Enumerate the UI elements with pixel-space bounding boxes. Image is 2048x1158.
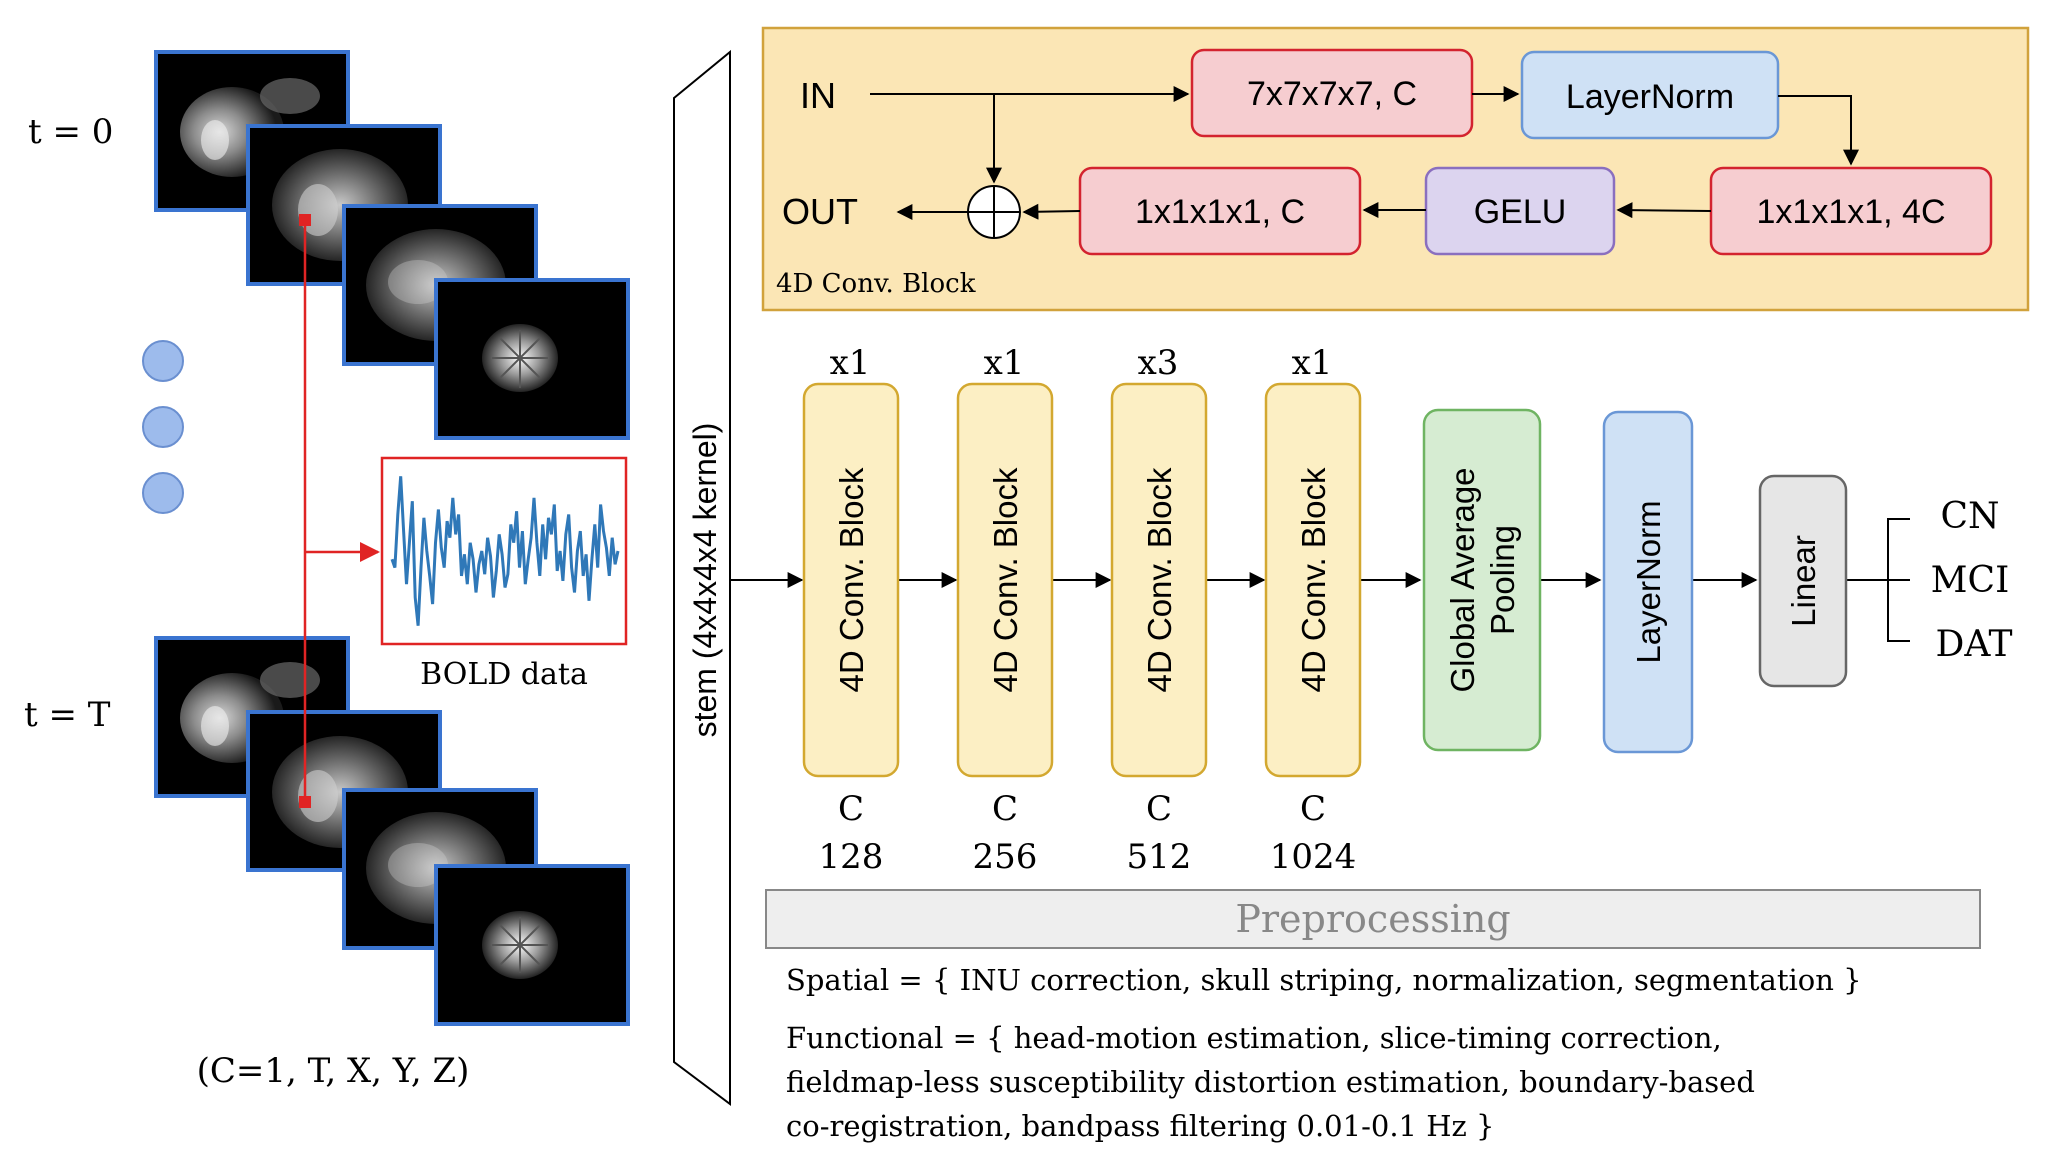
stage-block-label: 4D Conv. Block <box>1295 467 1332 692</box>
fmri-stack-t0 <box>154 50 630 440</box>
stage-channels: 512 <box>1127 837 1192 877</box>
conv1-4c-label: 1x1x1x1, 4C <box>1757 193 1946 231</box>
bold-plot <box>380 456 628 646</box>
residual-sum-node <box>967 185 1021 239</box>
layernorm-head: LayerNorm <box>1602 410 1694 754</box>
output-class: CN <box>1940 496 1999 537</box>
stage-c-label: C <box>838 789 864 829</box>
ellipsis-dot <box>142 340 184 382</box>
stage-block <box>956 382 1054 778</box>
stage-1: x1 4D Conv. Block C 128 <box>802 343 900 877</box>
stage-repeat: x3 <box>1138 343 1179 383</box>
conv-block-arrows <box>870 86 1859 220</box>
conv1-c-label: 1x1x1x1, C <box>1135 193 1305 231</box>
stage-repeat: x1 <box>984 343 1025 383</box>
stage-block <box>802 382 900 778</box>
stage-c-label: C <box>992 789 1018 829</box>
conv7-label: 7x7x7x7, C <box>1247 75 1417 113</box>
ellipsis-dot <box>142 406 184 448</box>
output-class: DAT <box>1936 624 2013 665</box>
bold-label: BOLD data <box>420 657 588 692</box>
in-label: IN <box>800 75 836 116</box>
stage-block <box>1110 382 1208 778</box>
output-class: MCI <box>1931 560 2010 601</box>
mri-slice <box>434 278 630 440</box>
gelu-label: GELU <box>1474 193 1567 231</box>
pooling-box <box>1422 408 1542 752</box>
layernorm-head-box <box>1602 410 1694 754</box>
tT-label: t = T <box>24 695 111 735</box>
shape-label: (C=1, T, X, Y, Z) <box>197 1051 470 1091</box>
linear-box <box>1758 474 1848 688</box>
preprocessing-functional-line: fieldmap-less susceptibility distortion … <box>786 1065 1755 1099</box>
out-label: OUT <box>782 191 858 232</box>
stage-block-label: 4D Conv. Block <box>987 467 1024 692</box>
stage-2: x1 4D Conv. Block C 256 <box>956 343 1054 877</box>
preprocessing-functional-line: Functional = { head-motion estimation, s… <box>786 1021 1722 1055</box>
stage-block <box>1264 382 1362 778</box>
stem-label: stem (4x4x4x4 kernel) <box>687 423 723 738</box>
conv-block-detail-panel: IN OUT 7x7x7x7, C LayerNorm 1x1x1x1, 4C … <box>761 26 2030 312</box>
linear-label: Linear <box>1785 535 1822 627</box>
conv-block-caption: 4D Conv. Block <box>776 269 976 299</box>
pooling-label-line2: Pooling <box>1484 525 1521 635</box>
pooling-label-line1: Global Average <box>1444 467 1481 692</box>
mri-slice <box>434 864 630 1026</box>
layernorm-head-label: LayerNorm <box>1630 500 1667 663</box>
preprocessing-title: Preprocessing <box>1235 897 1510 941</box>
preprocessing-spatial: Spatial = { INU correction, skull stripi… <box>786 963 1862 997</box>
pipeline: x1 4D Conv. Block C 128 x1 4D Conv. Bloc… <box>730 343 2012 877</box>
preprocessing-functional-line: co-registration, bandpass filtering 0.01… <box>786 1109 1494 1143</box>
global-average-pooling: Global Average Pooling <box>1422 408 1542 752</box>
stage-3: x3 4D Conv. Block C 512 <box>1110 343 1208 877</box>
stage-c-label: C <box>1146 789 1172 829</box>
fmri-stack-tT <box>154 636 630 1026</box>
stage-block-label: 4D Conv. Block <box>1141 467 1178 692</box>
preprocessing-bar <box>765 889 1981 949</box>
bold-signal-line <box>390 476 620 626</box>
layernorm-detail-label: LayerNorm <box>1566 78 1734 116</box>
input-panel: t = 0 t = T <box>24 50 630 1091</box>
stage-channels: 1024 <box>1270 837 1357 877</box>
stage-repeat: x1 <box>1292 343 1333 383</box>
stage-repeat: x1 <box>830 343 871 383</box>
output-bracket <box>1887 518 1910 642</box>
t0-label: t = 0 <box>28 112 113 152</box>
stage-channels: 256 <box>973 837 1038 877</box>
preprocessing-section: Preprocessing Spatial = { INU correction… <box>765 889 1981 1143</box>
stage-block-label: 4D Conv. Block <box>833 467 870 692</box>
stage-c-label: C <box>1300 789 1326 829</box>
voxel-trace <box>299 214 380 808</box>
ellipsis-dot <box>142 472 184 514</box>
linear-layer: Linear <box>1758 474 1848 688</box>
stem-trapezoid <box>673 49 731 1106</box>
stage-channels: 128 <box>819 837 884 877</box>
stem-layer: stem (4x4x4x4 kernel) <box>673 49 731 1106</box>
stage-4: x1 4D Conv. Block C 1024 <box>1264 343 1362 877</box>
